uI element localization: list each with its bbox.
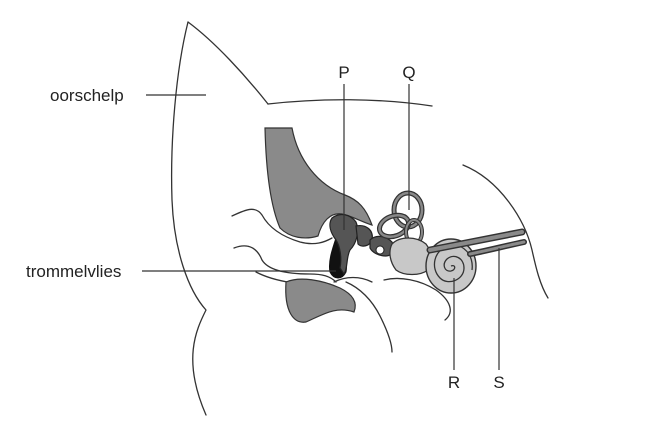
label-q: Q bbox=[402, 63, 415, 82]
middle-ear-floor bbox=[333, 276, 373, 283]
vestibule bbox=[389, 237, 432, 276]
brain-outline bbox=[462, 164, 549, 299]
label-s: S bbox=[493, 373, 504, 392]
label-trommelvlies: trommelvlies bbox=[26, 262, 121, 281]
label-oorschelp: oorschelp bbox=[50, 86, 124, 105]
eustachian-tube-lower bbox=[383, 277, 451, 321]
semicircular-canals bbox=[376, 190, 425, 246]
cochlea bbox=[425, 238, 477, 294]
label-r: R bbox=[448, 373, 460, 392]
skull-top-curve bbox=[267, 99, 433, 107]
ear-canal-upper-wall bbox=[231, 208, 333, 245]
oval-window bbox=[375, 245, 385, 255]
auricle-outline bbox=[170, 21, 207, 416]
eustachian-tube-upper bbox=[345, 281, 393, 353]
ear-canal-lower-wall bbox=[233, 245, 337, 283]
temporal-bone-lower bbox=[285, 278, 356, 323]
auditory-nerve bbox=[426, 228, 527, 257]
hammer-ossicle bbox=[329, 213, 359, 276]
label-p: P bbox=[338, 63, 349, 82]
auricle-rim bbox=[187, 21, 269, 105]
